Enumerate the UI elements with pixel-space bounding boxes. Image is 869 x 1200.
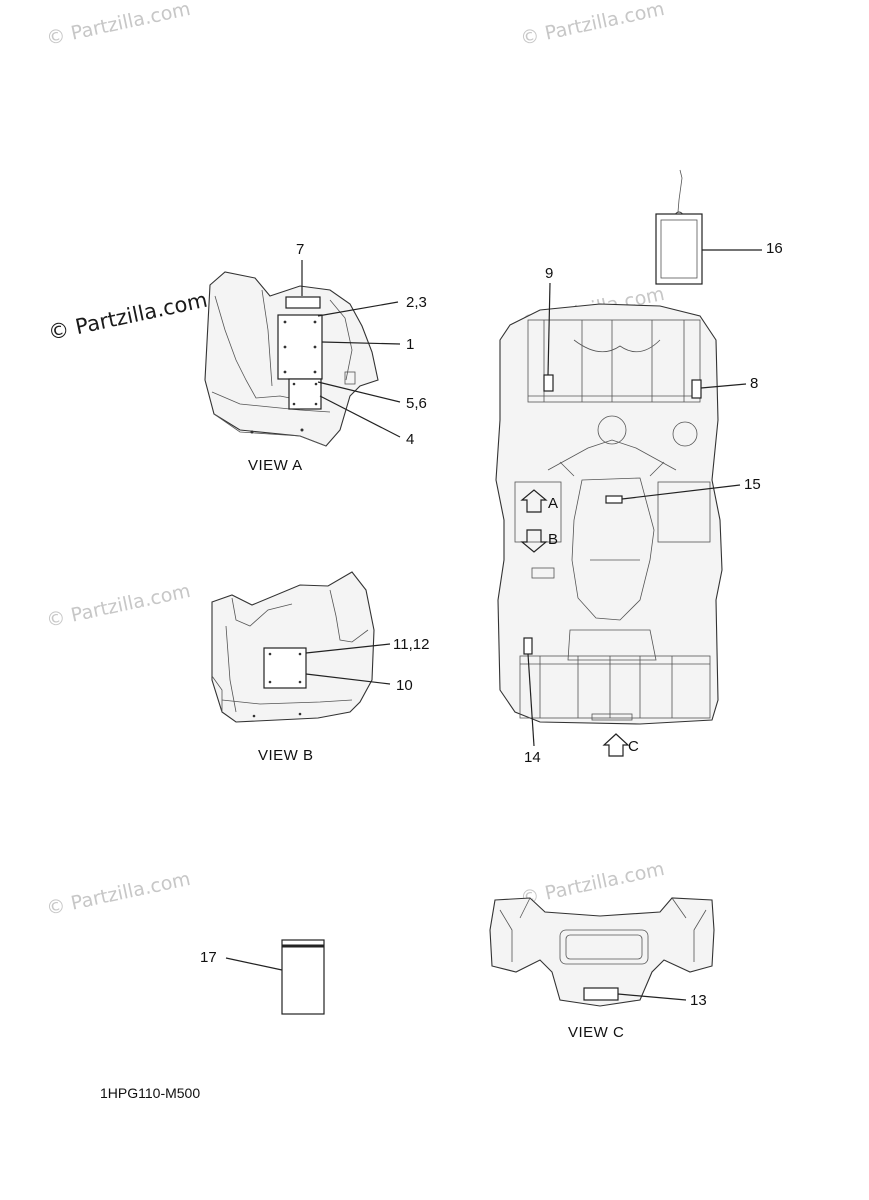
- callout-17: 17: [200, 949, 217, 966]
- label-13-plate: [583, 987, 619, 1001]
- view-c-drawing: [489, 897, 715, 1007]
- arrow-label-c: C: [628, 738, 639, 755]
- label-17-drawing: [225, 939, 325, 1015]
- callout-14: 14: [524, 749, 541, 766]
- view-a-caption: VIEW A: [248, 457, 303, 474]
- watermark: © Partzilla.com: [44, 580, 192, 632]
- callout-2-3: 2,3: [406, 294, 427, 311]
- arrow-down-icon: [520, 529, 548, 553]
- label-8-plate: [691, 379, 702, 399]
- watermark: © Partzilla.com: [518, 0, 666, 50]
- tag-label-16: [655, 169, 762, 285]
- label-9-plate: [543, 374, 554, 392]
- watermark-dark: © Partzilla.com: [46, 288, 210, 345]
- view-c-caption: VIEW C: [568, 1024, 624, 1041]
- callout-8: 8: [750, 375, 758, 392]
- view-b-caption: VIEW B: [258, 747, 314, 764]
- watermark: © Partzilla.com: [44, 0, 192, 50]
- callout-16: 16: [766, 240, 783, 257]
- label-17-plate: [281, 939, 325, 1015]
- view-b-drawing: [211, 571, 391, 723]
- watermark: © Partzilla.com: [518, 858, 666, 910]
- callout-7: 7: [296, 241, 304, 258]
- callout-13: 13: [690, 992, 707, 1009]
- callout-11-12: 11,12: [393, 636, 429, 653]
- callout-10: 10: [396, 677, 413, 694]
- label-15-plate: [605, 495, 623, 504]
- arrow-up-icon: [602, 733, 630, 757]
- arrow-label-b: B: [548, 531, 558, 548]
- callout-4: 4: [406, 431, 414, 448]
- arrow-label-a: A: [548, 495, 558, 512]
- watermark: © Partzilla.com: [44, 868, 192, 920]
- callout-15: 15: [744, 476, 761, 493]
- label-7-plate: [285, 296, 321, 309]
- label-16-plate: [655, 213, 703, 285]
- callout-9: 9: [545, 265, 553, 282]
- label-14-plate: [523, 637, 533, 655]
- view-a-drawing: [204, 260, 401, 447]
- callout-1: 1: [406, 336, 414, 353]
- diagram-code: 1HPG110-M500: [100, 1085, 200, 1101]
- atv-top-view: [495, 282, 747, 757]
- callout-5-6: 5,6: [406, 395, 427, 412]
- arrow-up-icon: [520, 489, 548, 513]
